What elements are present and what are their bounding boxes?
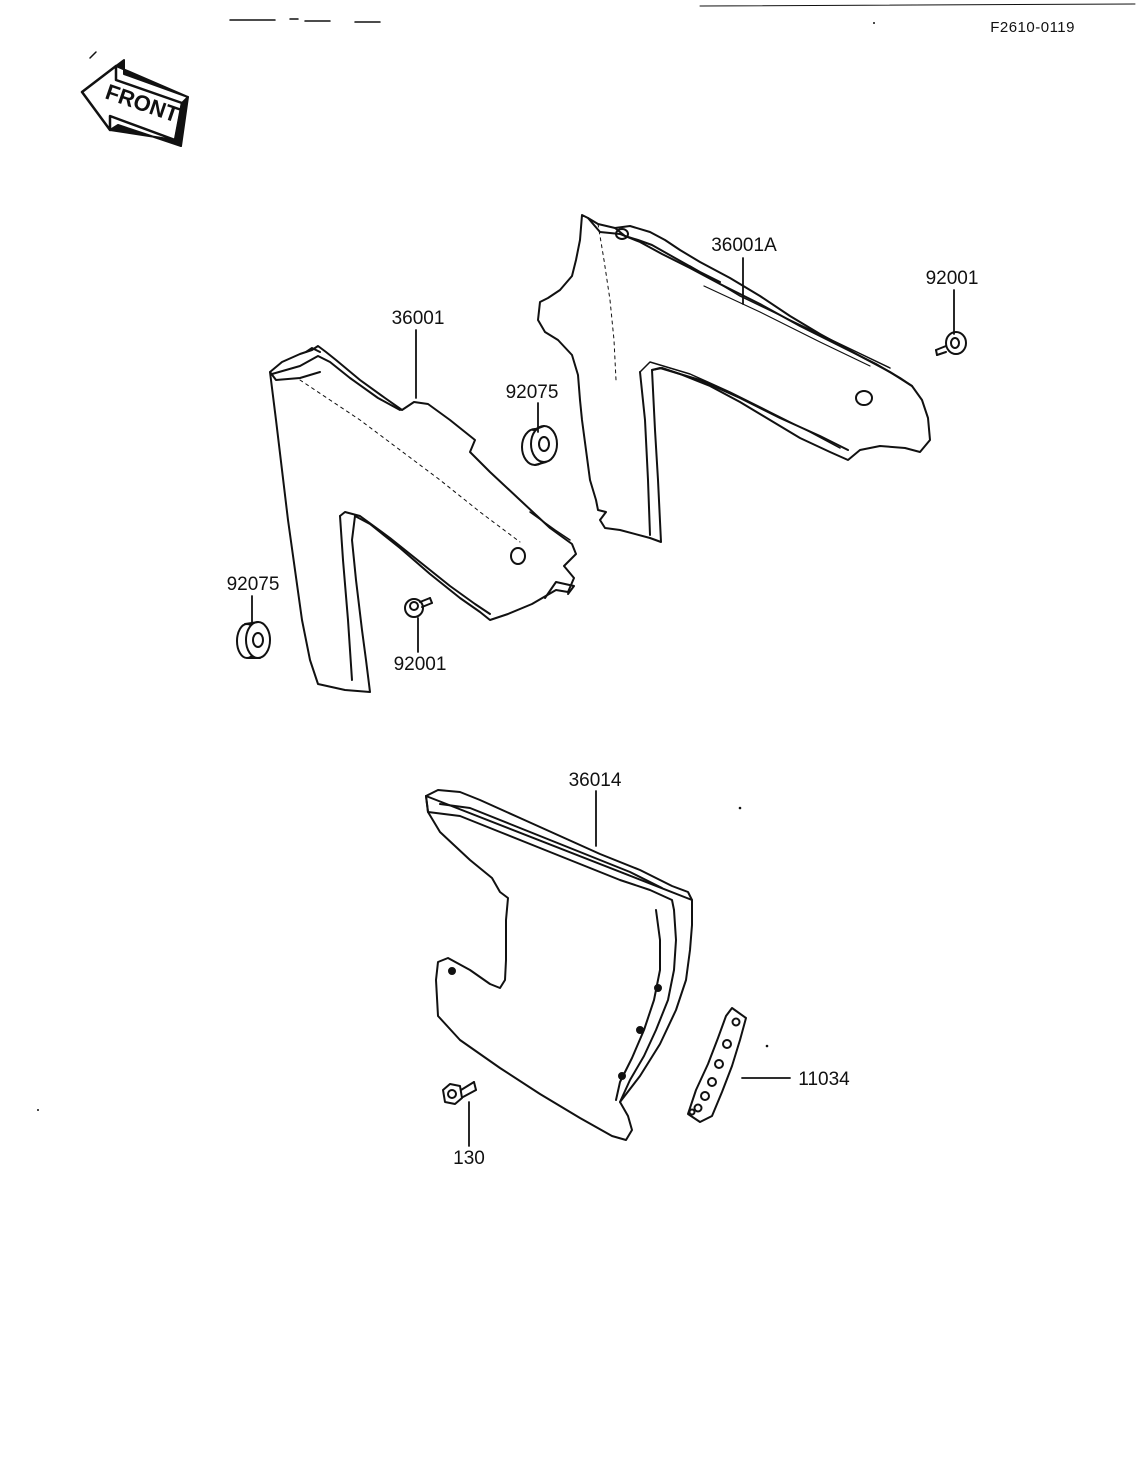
grommet-92075-left xyxy=(236,621,271,659)
callout-92001-mid: 92001 xyxy=(394,654,447,675)
callout-92075-mid: 92075 xyxy=(506,382,559,403)
callout-130: 130 xyxy=(453,1148,485,1169)
grommet-92075-mid xyxy=(521,425,558,466)
side-cover-36001 xyxy=(269,345,577,693)
leader-lines xyxy=(251,257,955,1147)
callout-36001a: 36001A xyxy=(711,235,777,256)
front-arrow-icon xyxy=(80,51,189,147)
callout-92075-left: 92075 xyxy=(227,574,280,595)
scan-dots xyxy=(37,22,875,1111)
side-cover-36001a xyxy=(537,214,931,543)
callout-36014: 36014 xyxy=(569,770,622,791)
callout-36001: 36001 xyxy=(392,308,445,329)
scan-marks xyxy=(229,3,1136,23)
lower-cover-36014 xyxy=(425,789,693,1141)
screw-92001-top xyxy=(935,331,967,356)
callout-92001-top: 92001 xyxy=(926,268,979,289)
callout-11034: 11034 xyxy=(798,1069,850,1090)
plate-11034 xyxy=(687,1007,747,1123)
screw-92001-mid xyxy=(404,597,433,618)
figure-code: F2610-0119 xyxy=(990,19,1075,36)
bolt-130 xyxy=(442,1081,477,1105)
